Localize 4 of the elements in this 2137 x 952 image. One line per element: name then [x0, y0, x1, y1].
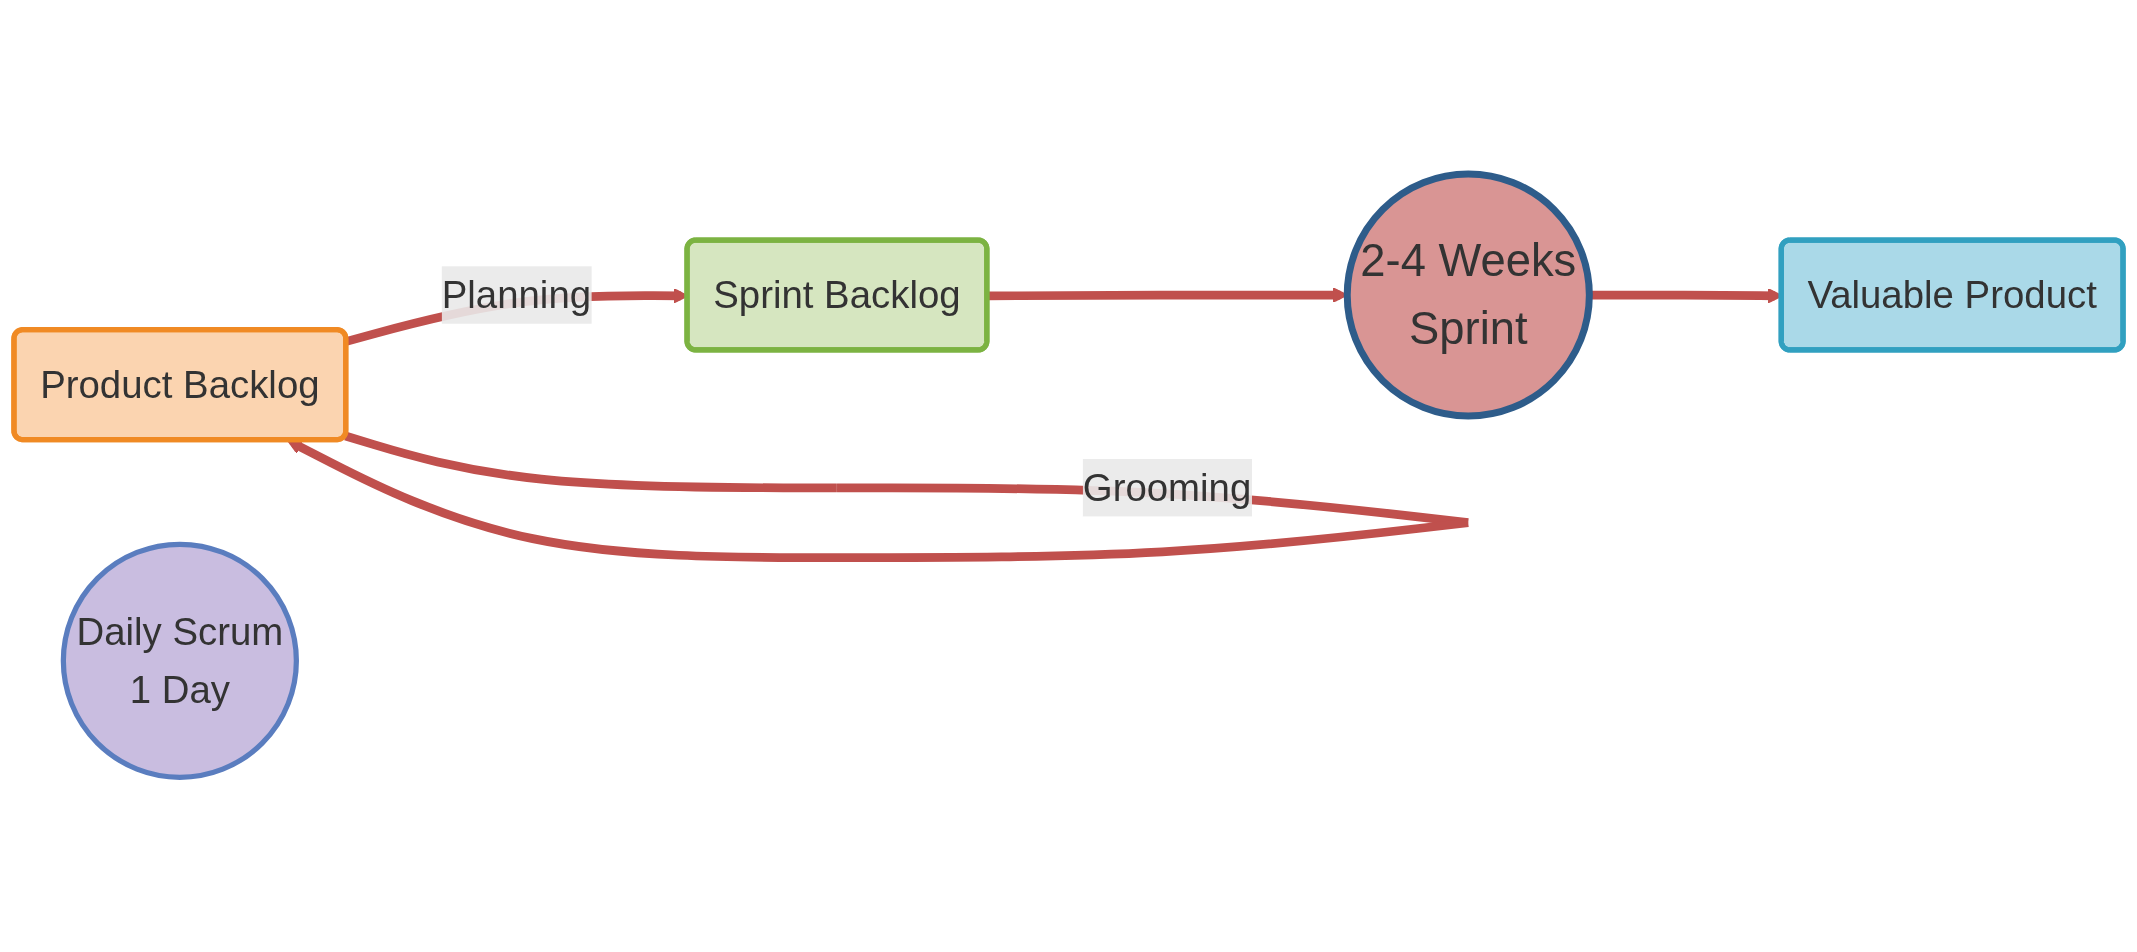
- node-circle: 2-4 Weeks Sprint: [1343, 170, 1593, 420]
- edge-label: Planning: [441, 273, 592, 318]
- edge-label: Grooming: [1082, 466, 1252, 510]
- node-circle: Daily Scrum 1 Day: [60, 542, 299, 781]
